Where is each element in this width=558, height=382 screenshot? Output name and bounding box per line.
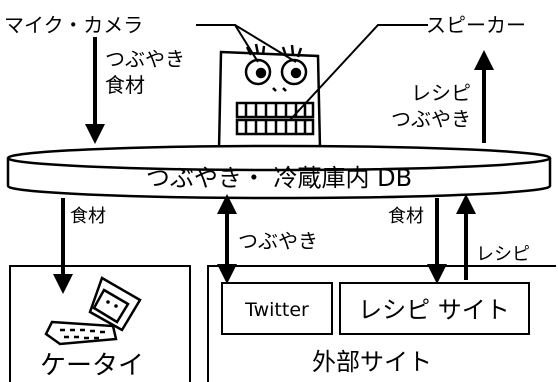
mobile-phone-icon xyxy=(44,276,142,346)
recipe-site-label: レシピ サイト xyxy=(358,296,510,324)
twitter-box xyxy=(221,282,333,335)
phone-arrow-label: 食材 xyxy=(70,206,106,227)
database-cylinder xyxy=(6,144,552,200)
speaker-leader xyxy=(289,24,428,121)
input-label-2: 食材 xyxy=(105,73,145,97)
phone-screen-smiley-icon xyxy=(106,300,118,308)
output-label-2: つぶやき xyxy=(391,107,471,131)
db-label: つぶやき・ 冷蔵庫内 DB xyxy=(146,164,412,192)
twitter-arrow-label: つぶやき xyxy=(238,229,318,253)
site-up-label: レシピ xyxy=(476,244,530,265)
speaker-label: スピーカー xyxy=(426,13,526,37)
mic-camera-label: マイク・カメラ xyxy=(4,13,143,37)
external-label: 外部サイト xyxy=(312,348,432,376)
output-label-1: レシピ xyxy=(411,81,471,105)
keitai-label: ケータイ xyxy=(40,351,144,381)
mic-camera-leader xyxy=(196,24,297,63)
phone-box xyxy=(9,265,191,382)
input-label-1: つぶやき xyxy=(105,47,185,71)
site-down-label: 食材 xyxy=(388,206,424,227)
recipe-site-box xyxy=(339,282,530,335)
twitter-label: Twitter xyxy=(244,299,309,321)
external-box xyxy=(207,265,556,382)
robot-icon xyxy=(217,43,322,152)
